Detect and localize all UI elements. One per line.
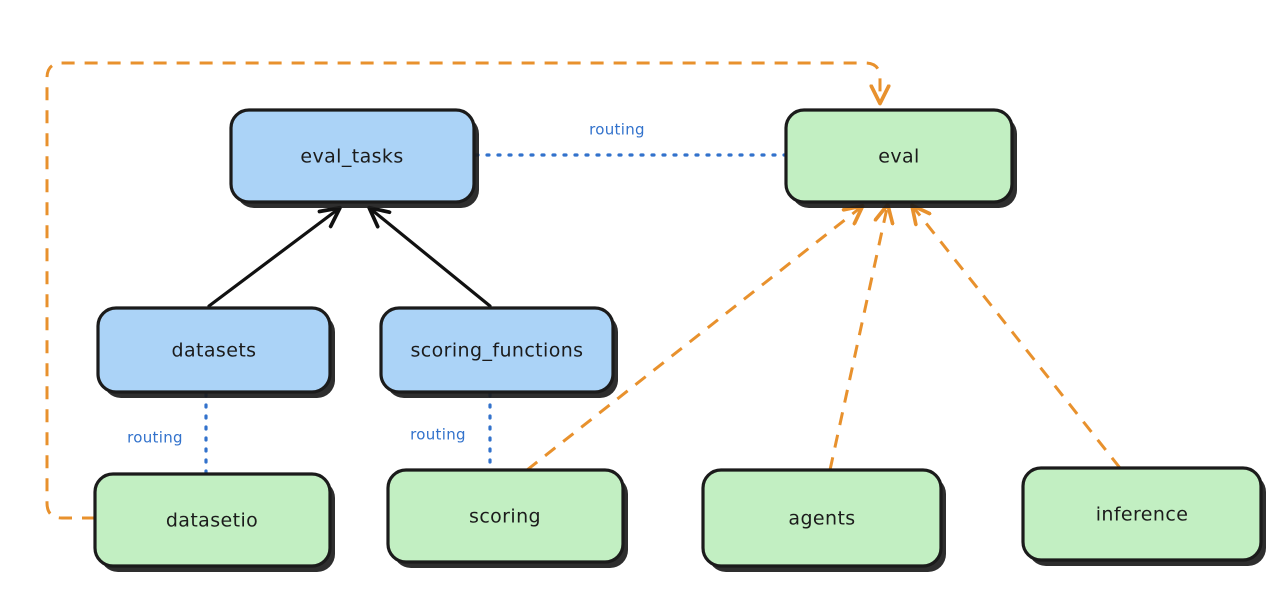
node-scoring-functions-label: scoring_functions [411, 340, 584, 362]
edge-scoring_functions-eval_tasks[interactable] [367, 205, 492, 308]
node-agents-body [701, 468, 943, 568]
edge-inference-eval[interactable] [914, 208, 1122, 469]
edge-agents-eval[interactable] [828, 208, 887, 471]
node-scoring-functions-body [379, 306, 615, 394]
node-inference-body [1021, 466, 1263, 562]
node-scoring-label: scoring [469, 506, 541, 528]
node-datasets-label: datasets [172, 340, 257, 362]
node-eval-tasks[interactable]: eval_tasks [229, 108, 479, 208]
node-datasetio-label: datasetio [166, 510, 258, 532]
node-scoring[interactable]: scoring [386, 468, 628, 568]
edge-group-routing [204, 153, 788, 476]
edge-group-inheritance [207, 205, 492, 308]
node-datasets-body [96, 306, 332, 394]
node-eval-tasks-label: eval_tasks [300, 146, 403, 168]
edge-label-routing-datasets: routing [127, 429, 183, 447]
edge-datasets-eval_tasks[interactable] [207, 205, 342, 308]
edge-label-routing-scoring-functions: routing [410, 426, 466, 444]
edge-label-routing-eval-tasks: routing [589, 121, 645, 139]
edge-scoring-eval[interactable] [526, 208, 860, 472]
node-eval-tasks-body [229, 108, 476, 204]
node-inference-label: inference [1096, 504, 1189, 526]
edge-datasetio-eval[interactable] [45, 61, 880, 520]
node-datasetio-body [93, 472, 332, 568]
edge-group-dependencies [45, 61, 1122, 520]
node-eval-label: eval [878, 146, 919, 168]
edge-label-group: routing routing routing [127, 121, 645, 447]
node-agents[interactable]: agents [701, 468, 946, 572]
node-agents-label: agents [788, 508, 855, 530]
node-scoring-functions[interactable]: scoring_functions [379, 306, 618, 398]
node-eval[interactable]: eval [784, 108, 1017, 208]
node-scoring-body [386, 468, 625, 564]
node-eval-body [784, 108, 1014, 204]
node-datasets[interactable]: datasets [96, 306, 335, 398]
node-datasetio[interactable]: datasetio [93, 472, 335, 572]
node-inference[interactable]: inference [1021, 466, 1266, 566]
